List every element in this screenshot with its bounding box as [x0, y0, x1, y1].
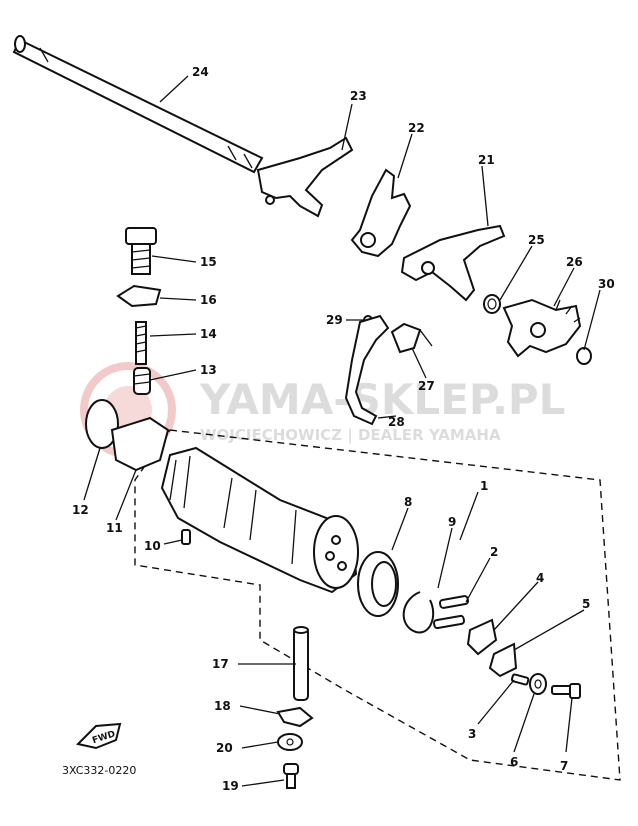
part-number-29: 29 — [326, 313, 343, 327]
shaft-17 — [293, 626, 309, 701]
part-number-15: 15 — [200, 255, 217, 269]
shift-drum-assembly — [160, 446, 359, 594]
part-number-17: 17 — [212, 657, 229, 671]
part-number-7: 7 — [560, 759, 568, 773]
circlip-25 — [483, 294, 501, 314]
part-number-24: 24 — [192, 65, 209, 79]
nut-20 — [277, 733, 303, 751]
part-number-21: 21 — [478, 153, 495, 167]
watermark-title: YAMA-SKLEP.PL — [199, 375, 565, 424]
fwd-arrow-icon: FWD — [76, 722, 122, 750]
circlip-30 — [576, 347, 592, 365]
part-number-30: 30 — [598, 277, 615, 291]
part-number-27: 27 — [418, 379, 435, 393]
washer-6 — [529, 673, 547, 695]
bolt-7 — [551, 683, 581, 699]
shift-fork-21 — [400, 224, 506, 302]
bearing-8 — [357, 551, 399, 617]
part-number-23: 23 — [350, 89, 367, 103]
plate-16 — [116, 284, 162, 308]
pin-13 — [133, 367, 151, 395]
part-number-11: 11 — [106, 521, 123, 535]
part-number-20: 20 — [216, 741, 233, 755]
spring-27 — [390, 322, 433, 354]
part-number-4: 4 — [536, 571, 544, 585]
circlip-9 — [402, 591, 435, 634]
part-number-1: 1 — [480, 479, 488, 493]
part-number-2: 2 — [490, 545, 498, 559]
part-number-6: 6 — [510, 755, 518, 769]
shift-fork-guide-bar — [12, 35, 264, 174]
part-number-14: 14 — [200, 327, 217, 341]
part-number-5: 5 — [582, 597, 590, 611]
shift-fork-22 — [350, 168, 412, 258]
part-number-22: 22 — [408, 121, 425, 135]
stopper-lever-28 — [344, 314, 390, 426]
watermark: YAMA-SKLEP.PL WOJCIECHOWICZ | DEALER YAM… — [80, 362, 565, 458]
pin-3 — [510, 673, 530, 686]
shift-fork-23 — [256, 136, 354, 218]
spring-14 — [135, 321, 147, 365]
part-number-25: 25 — [528, 233, 545, 247]
figure-code: 3XC332-0220 — [62, 764, 136, 777]
watermark-subtitle: WOJCIECHOWICZ | DEALER YAMAHA — [200, 426, 501, 445]
dowel-pin-10 — [181, 529, 191, 545]
circlip-12 — [85, 399, 119, 449]
plate-11 — [110, 416, 170, 472]
part-number-16: 16 — [200, 293, 217, 307]
part-number-18: 18 — [214, 699, 231, 713]
part-number-9: 9 — [448, 515, 456, 529]
segment-26 — [502, 298, 582, 358]
part-number-12: 12 — [72, 503, 89, 517]
part-number-10: 10 — [144, 539, 161, 553]
leader-lines — [83, 75, 601, 787]
segment-4 — [466, 618, 498, 656]
part-number-26: 26 — [566, 255, 583, 269]
part-number-13: 13 — [200, 363, 217, 377]
assembly-boundary — [134, 429, 621, 781]
stopper-plate-5 — [488, 642, 518, 678]
screw-19 — [283, 763, 299, 789]
pins-2 — [433, 595, 470, 630]
part-number-8: 8 — [404, 495, 412, 509]
part-number-19: 19 — [222, 779, 239, 793]
part-number-3: 3 — [468, 727, 476, 741]
stopper-bolt-15 — [125, 227, 157, 275]
part-number-28: 28 — [388, 415, 405, 429]
plate-18 — [276, 706, 314, 728]
